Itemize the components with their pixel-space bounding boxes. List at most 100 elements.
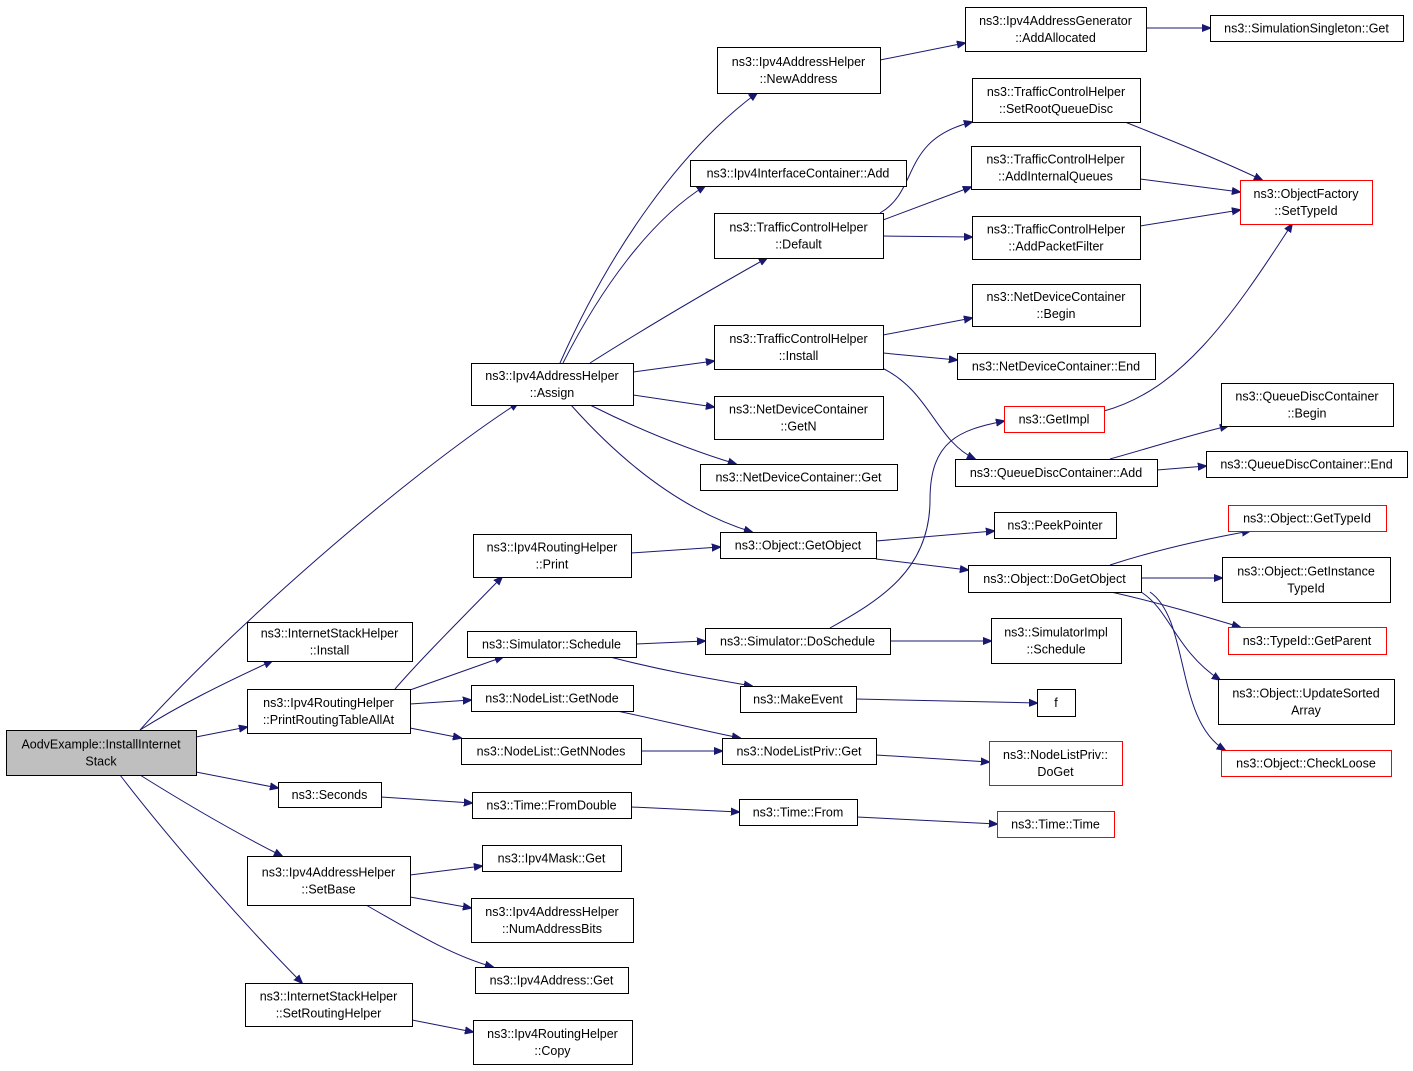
node-label-sim_doschedule-line0: ns3::Simulator::DoSchedule [720, 635, 875, 649]
node-obj_getobject[interactable]: ns3::Object::GetObject [720, 532, 877, 559]
node-box-f [1037, 689, 1076, 717]
node-qdc_begin[interactable]: ns3::QueueDiscContainer::Begin [1221, 383, 1394, 427]
node-ish_install[interactable]: ns3::InternetStackHelper::Install [247, 622, 413, 662]
node-addr_get[interactable]: ns3::Ipv4Address::Get [475, 967, 629, 994]
node-getimpl[interactable]: ns3::GetImpl [1004, 406, 1105, 433]
node-label-nl_getnnodes-line0: ns3::NodeList::GetNNodes [477, 745, 626, 759]
edge-rh_print_all-to-rh_print [394, 577, 502, 690]
node-ah_assign[interactable]: ns3::Ipv4AddressHelper::Assign [471, 363, 634, 406]
node-label-nl_getnode-line0: ns3::NodeList::GetNode [485, 692, 618, 706]
edge-obj_getobject-to-peekpointer [875, 531, 994, 542]
node-rh_print_all[interactable]: ns3::Ipv4RoutingHelper::PrintRoutingTabl… [247, 689, 411, 734]
node-label-tch_addpf-line1: ::AddPacketFilter [1008, 240, 1103, 254]
node-nl_getnnodes[interactable]: ns3::NodeList::GetNNodes [461, 738, 642, 765]
node-label-rh_print-line0: ns3::Ipv4RoutingHelper [487, 541, 618, 555]
node-box-time_time [997, 811, 1115, 838]
edge-ish_setrh-to-rh_copy [411, 1019, 473, 1032]
node-obj_dogetobject[interactable]: ns3::Object::DoGetObject [968, 565, 1142, 593]
node-label-ish_install-line1: ::Install [310, 644, 350, 658]
node-nlp_doget[interactable]: ns3::NodeListPriv::DoGet [989, 741, 1123, 786]
node-box-nl_getnode [471, 685, 634, 712]
edge-ah_assign-to-ndc_get [589, 404, 736, 464]
node-time_from[interactable]: ns3::Time::From [739, 799, 858, 826]
node-label-ndc_end-line0: ns3::NetDeviceContainer::End [972, 360, 1140, 374]
node-label-seconds-line0: ns3::Seconds [292, 788, 368, 802]
edge-tch_install-to-ndc_begin [882, 318, 972, 336]
node-tch_default[interactable]: ns3::TrafficControlHelper::Default [714, 213, 884, 259]
node-ndc_begin[interactable]: ns3::NetDeviceContainer::Begin [972, 284, 1141, 327]
node-ish_setrh[interactable]: ns3::InternetStackHelper::SetRoutingHelp… [245, 983, 413, 1027]
node-makeevent[interactable]: ns3::MakeEvent [740, 686, 857, 713]
node-box-tch_default [714, 213, 884, 259]
node-simimpl_schedule[interactable]: ns3::SimulatorImpl::Schedule [991, 618, 1122, 664]
node-box-nlp_get [722, 738, 877, 765]
node-label-root-line0: AodvExample::InstallInternet [21, 738, 181, 752]
node-box-ndc_end [957, 353, 1156, 380]
node-label-ag_addalloc-line1: ::AddAllocated [1015, 31, 1096, 45]
node-seconds[interactable]: ns3::Seconds [278, 782, 382, 808]
node-label-root-line1: Stack [85, 755, 117, 769]
edge-rh_print_all-to-nl_getnode [409, 700, 471, 704]
node-box-sim_schedule [467, 631, 637, 658]
node-of_settypeid[interactable]: ns3::ObjectFactory::SetTypeId [1240, 180, 1373, 225]
node-nl_getnode[interactable]: ns3::NodeList::GetNode [471, 685, 634, 712]
node-label-makeevent-line0: ns3::MakeEvent [753, 693, 843, 707]
node-nlp_get[interactable]: ns3::NodeListPriv::Get [722, 738, 877, 765]
node-label-tch_addpf-line0: ns3::TrafficControlHelper [987, 223, 1125, 237]
edge-sim_doschedule-to-getimpl [829, 421, 1004, 629]
edge-ah_assign-to-tch_default [589, 258, 767, 364]
node-ndc_get[interactable]: ns3::NetDeviceContainer::Get [700, 464, 898, 491]
node-sim_schedule[interactable]: ns3::Simulator::Schedule [467, 631, 637, 658]
node-label-ish_install-line0: ns3::InternetStackHelper [261, 627, 399, 641]
node-rh_copy[interactable]: ns3::Ipv4RoutingHelper::Copy [473, 1020, 633, 1065]
node-tch_setroot[interactable]: ns3::TrafficControlHelper::SetRootQueueD… [972, 78, 1141, 123]
node-ndc_end[interactable]: ns3::NetDeviceContainer::End [957, 353, 1156, 380]
node-box-ndc_get [700, 464, 898, 491]
edge-ah_assign-to-obj_getobject [570, 404, 752, 532]
edge-tch_setroot-to-of_settypeid [1124, 121, 1262, 180]
node-f[interactable]: f [1037, 689, 1076, 717]
node-label-time_time-line0: ns3::Time::Time [1011, 818, 1100, 832]
node-tid_getparent[interactable]: ns3::TypeId::GetParent [1228, 627, 1387, 655]
node-label-obj_getinsttid-line1: TypeId [1287, 582, 1325, 596]
node-obj_checkloose[interactable]: ns3::Object::CheckLoose [1221, 750, 1392, 777]
node-mask_get[interactable]: ns3::Ipv4Mask::Get [482, 845, 622, 872]
node-label-getimpl-line0: ns3::GetImpl [1019, 413, 1090, 427]
node-tch_install[interactable]: ns3::TrafficControlHelper::Install [714, 325, 884, 370]
node-ah_numbits[interactable]: ns3::Ipv4AddressHelper::NumAddressBits [471, 898, 634, 943]
node-label-obj_checkloose-line0: ns3::Object::CheckLoose [1236, 757, 1376, 771]
edge-tch_addiq-to-of_settypeid [1139, 178, 1240, 192]
node-rh_print[interactable]: ns3::Ipv4RoutingHelper::Print [473, 534, 632, 578]
node-qdc_add[interactable]: ns3::QueueDiscContainer::Add [955, 459, 1158, 487]
node-box-ah_newaddr [717, 47, 881, 94]
node-ah_newaddr[interactable]: ns3::Ipv4AddressHelper::NewAddress [717, 47, 881, 94]
node-ah_setbase[interactable]: ns3::Ipv4AddressHelper::SetBase [247, 856, 411, 906]
edge-sim_schedule-to-sim_doschedule [635, 641, 705, 644]
edge-obj_dogetobject-to-obj_gettypeid [1109, 531, 1250, 566]
node-peekpointer[interactable]: ns3::PeekPointer [994, 512, 1117, 539]
edge-root-to-rh_print_all [195, 727, 247, 738]
node-label-of_settypeid-line1: ::SetTypeId [1274, 204, 1337, 218]
node-tch_addpf[interactable]: ns3::TrafficControlHelper::AddPacketFilt… [972, 216, 1141, 260]
edge-obj_dogetobject-to-tid_getparent [1110, 591, 1240, 627]
node-label-simimpl_schedule-line1: ::Schedule [1026, 643, 1085, 657]
node-box-ah_assign [471, 363, 634, 406]
node-ic_add[interactable]: ns3::Ipv4InterfaceContainer::Add [690, 160, 907, 187]
node-time_fromdouble[interactable]: ns3::Time::FromDouble [472, 792, 632, 819]
node-tch_addiq[interactable]: ns3::TrafficControlHelper::AddInternalQu… [971, 146, 1141, 190]
node-label-ah_newaddr-line1: ::NewAddress [760, 72, 838, 86]
node-ag_addalloc[interactable]: ns3::Ipv4AddressGenerator::AddAllocated [965, 7, 1147, 52]
node-ndc_getn[interactable]: ns3::NetDeviceContainer::GetN [714, 396, 884, 440]
node-singleton_get[interactable]: ns3::SimulationSingleton::Get [1210, 15, 1404, 42]
node-qdc_end[interactable]: ns3::QueueDiscContainer::End [1206, 451, 1408, 478]
node-time_time[interactable]: ns3::Time::Time [997, 811, 1115, 838]
node-sim_doschedule[interactable]: ns3::Simulator::DoSchedule [705, 628, 891, 655]
edge-nl_getnode-to-nlp_get [616, 710, 740, 738]
node-box-ag_addalloc [965, 7, 1147, 52]
node-obj_gettypeid[interactable]: ns3::Object::GetTypeId [1228, 505, 1387, 532]
node-label-nlp_doget-line0: ns3::NodeListPriv:: [1003, 748, 1108, 762]
edge-qdc_add-to-qdc_end [1156, 466, 1206, 470]
